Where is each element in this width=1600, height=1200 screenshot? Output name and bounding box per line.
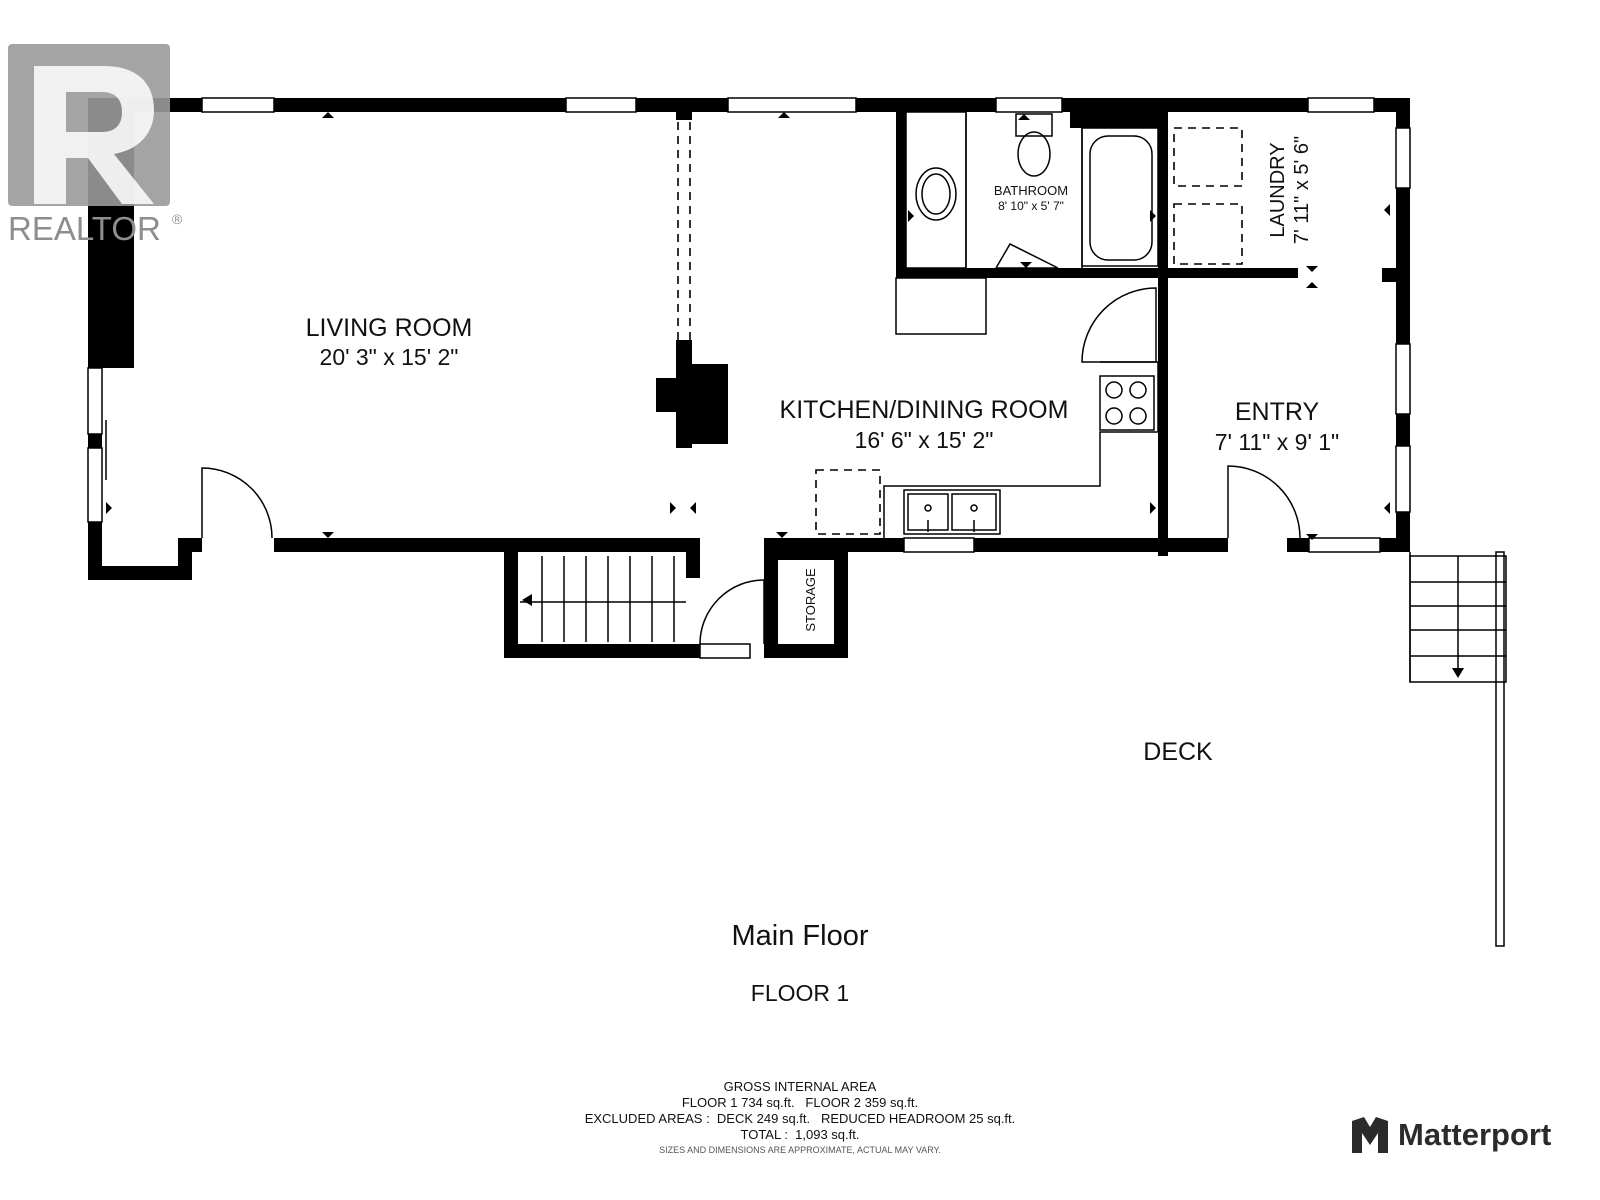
walls [88, 98, 1410, 658]
storage-name: STORAGE [803, 568, 818, 632]
laundry-size: 7' 11" x 5' 6" [1291, 136, 1313, 244]
area-total: TOTAL : 1,093 sq.ft. [740, 1127, 860, 1142]
entry-name: ENTRY [1235, 398, 1320, 426]
kitchen-size: 16' 6" x 15' 2" [855, 427, 994, 453]
laundry-fixtures [1173, 127, 1243, 265]
windows [87, 97, 1411, 659]
floor-title: Main Floor [731, 920, 869, 952]
living-room-size: 20' 3" x 15' 2" [320, 344, 459, 370]
deck-stairs [1409, 551, 1507, 947]
bathroom-size: 8' 10" x 5' 7" [998, 199, 1064, 213]
matterport-icon [1352, 1116, 1388, 1153]
area-floors: FLOOR 1 734 sq.ft. FLOOR 2 359 sq.ft. [681, 1095, 919, 1110]
living-room-name: LIVING ROOM [306, 314, 473, 342]
entry-size: 7' 11" x 9' 1" [1215, 429, 1339, 455]
opening-dashes [677, 122, 691, 340]
realtor-logo: REALTOR ® [8, 44, 188, 247]
area-excluded: EXCLUDED AREAS : DECK 249 sq.ft. REDUCED… [584, 1111, 1016, 1126]
laundry-name: LAUNDRY [1267, 142, 1289, 237]
realtor-r-icon: REALTOR ® [8, 44, 183, 247]
deck-name: DECK [1143, 738, 1213, 766]
area-heading: GROSS INTERNAL AREA [723, 1079, 877, 1094]
bathroom-fixtures [905, 111, 1159, 269]
bathroom-name: BATHROOM [994, 183, 1068, 198]
interior-stairs [520, 556, 686, 642]
doors [201, 243, 1301, 645]
realtor-registered-mark: ® [172, 211, 183, 227]
realtor-wordmark: REALTOR [8, 210, 161, 244]
markers [106, 112, 1390, 540]
matterport-logo: Matterport [1350, 1112, 1595, 1157]
kitchen-fixtures [815, 277, 1159, 538]
matterport-wordmark: Matterport [1398, 1116, 1552, 1152]
floor-subtitle: FLOOR 1 [750, 980, 850, 1006]
area-disclaimer: SIZES AND DIMENSIONS ARE APPROXIMATE, AC… [659, 1145, 941, 1155]
kitchen-name: KITCHEN/DINING ROOM [780, 396, 1069, 424]
